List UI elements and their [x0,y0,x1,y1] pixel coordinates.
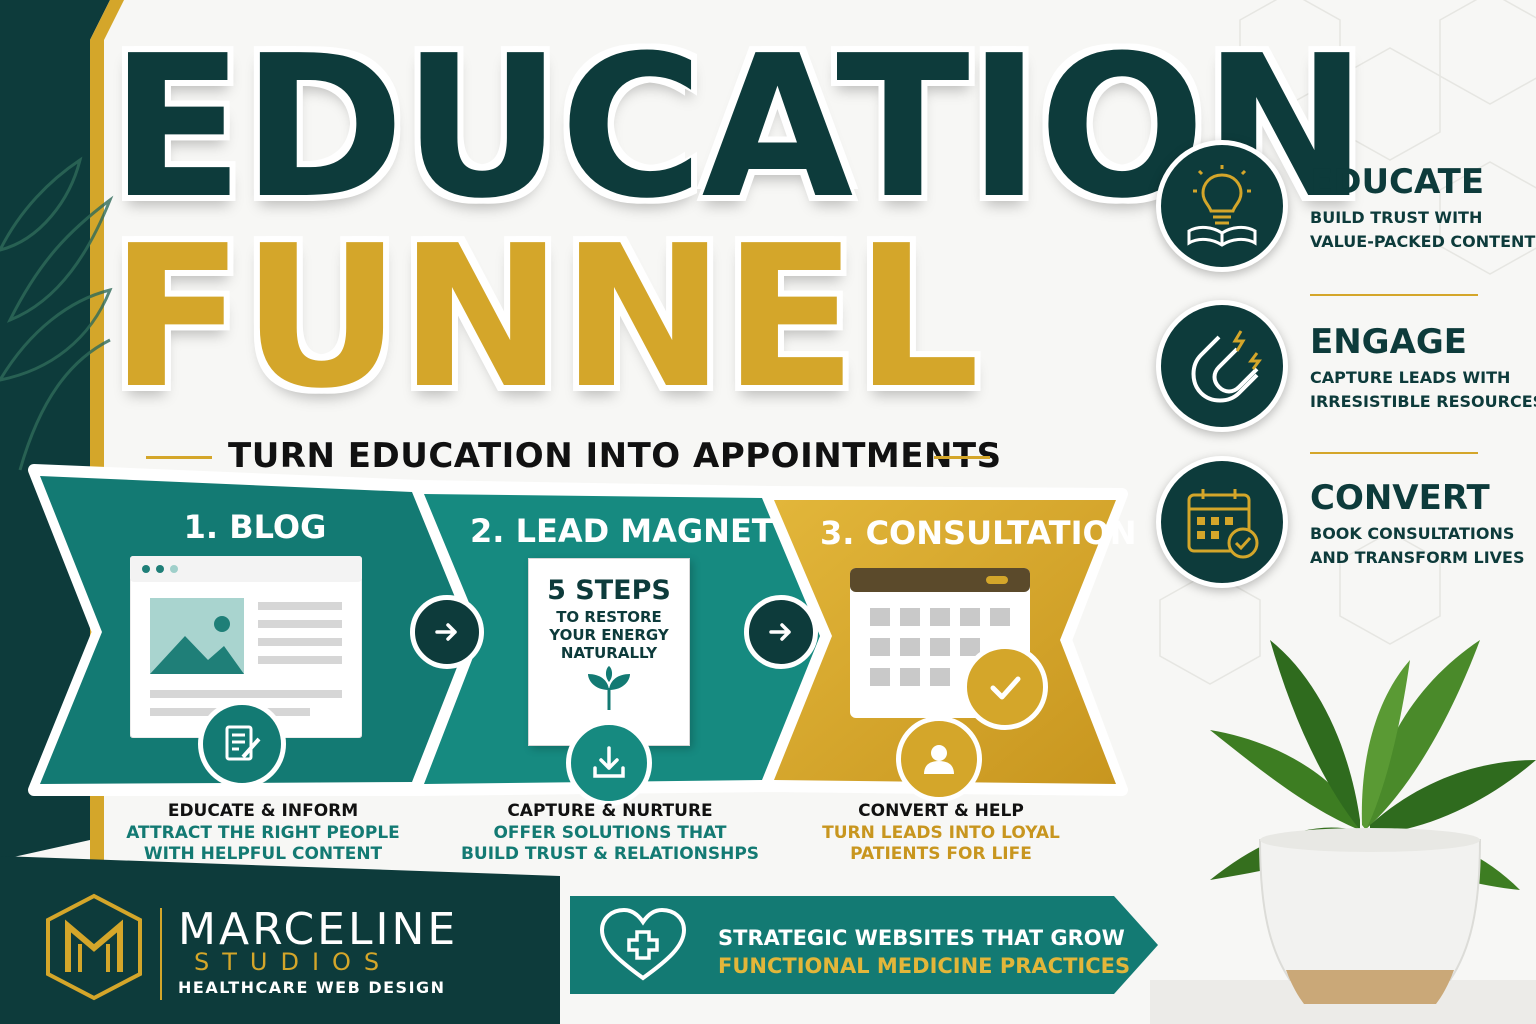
arrow-right-icon-2 [744,595,818,669]
ebook-line-4: NATURALLY [560,644,658,662]
side-item-engage-line-2: IRRESISTIBLE RESOURCES [1310,392,1536,411]
banner-line-2: FUNCTIONAL MEDICINE PRACTICES [718,954,1131,978]
side-divider-2 [1310,452,1478,454]
brand-sub: STUDIOS [194,948,393,976]
step-2-caption-line-2: BUILD TRUST & RELATIONSHPS [460,844,760,864]
step-3-caption-heading: CONVERT & HELP [858,801,1024,821]
side-item-engage-line-1: CAPTURE LEADS WITH [1310,368,1511,387]
user-icon [896,716,982,802]
step-1-caption-heading: EDUCATE & INFORM [167,801,359,821]
side-item-engage-title: ENGAGE [1310,322,1468,362]
ebook-cover: 5 STEPS TO RESTORE YOUR ENERGY NATURALLY [528,558,690,746]
ebook-line-3: YOUR ENERGY [549,626,669,644]
brand-name: MARCELINE [178,904,459,955]
step-3-caption-line-1: TURN LEADS INTO LOYAL [822,823,1060,843]
heart-plus-icon [598,907,688,986]
brand-divider [160,908,162,1000]
brand-tagline: HEALTHCARE WEB DESIGN [178,978,446,997]
step-1-label: 1. BLOG [183,508,327,546]
side-divider-1 [1310,294,1478,296]
ebook-line-2: TO RESTORE [556,608,662,626]
step-3-caption-line-2: PATIENTS FOR LIFE [850,844,1032,864]
download-icon [566,720,652,806]
subtitle-rule-left [146,456,212,459]
subtitle: TURN EDUCATION INTO APPOINTMENTS [228,436,1002,476]
title-line-2: FUNNEL [110,204,980,432]
step-1-caption-line-2: WITH HELPFUL CONTENT [143,844,383,864]
ebook-line-1: 5 STEPS [547,575,671,606]
subtitle-rule-right [934,456,990,459]
step-1-caption-line-1: ATTRACT THE RIGHT PEOPLE [126,823,400,843]
checkmark-icon [962,644,1048,730]
arrow-right-icon-1 [410,595,484,669]
side-item-educate-line-1: BUILD TRUST WITH [1310,208,1483,227]
magnet-icon [1156,300,1288,432]
brand-monogram-icon [46,893,142,1001]
potted-plant-image [1210,640,1536,1004]
step-3-label: 3. CONSULTATION [820,514,1137,552]
side-item-educate-line-2: VALUE-PACKED CONTENT [1310,232,1536,251]
step-2-label: 2. LEAD MAGNET [470,512,774,550]
banner-line-1: STRATEGIC WEBSITES THAT GROW [718,926,1125,950]
step-2-caption-heading: CAPTURE & NURTURE [507,801,713,821]
calendar-check-icon [1156,456,1288,588]
lightbulb-book-icon [1156,140,1288,272]
side-item-convert-line-1: BOOK CONSULTATIONS [1310,524,1515,543]
side-item-educate-title: EDUCATE [1310,162,1485,202]
document-edit-icon [198,700,286,788]
bottom-banner-shape [570,896,1158,994]
sprout-icon [588,666,630,710]
side-item-convert-line-2: AND TRANSFORM LIVES [1310,548,1525,567]
side-item-convert-title: CONVERT [1310,478,1490,518]
step-2-caption-line-1: OFFER SOLUTIONS THAT [493,823,727,843]
